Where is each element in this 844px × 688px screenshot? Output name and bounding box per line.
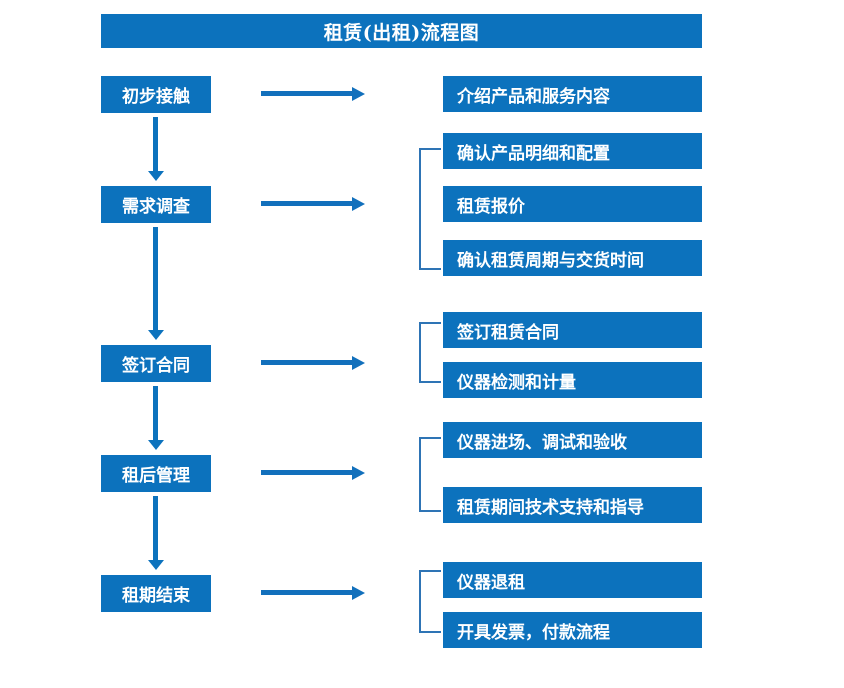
detail-box-7[interactable]: 仪器进场、调试和验收 <box>443 422 702 458</box>
stage-box-1[interactable]: 初步接触 <box>101 76 211 113</box>
stage-box-4[interactable]: 租后管理 <box>101 455 211 492</box>
detail-box-4[interactable]: 确认租赁周期与交货时间 <box>443 240 702 276</box>
detail-box-1[interactable]: 介绍产品和服务内容 <box>443 76 702 112</box>
link-arrow-right-3 <box>261 355 365 371</box>
group-bracket-2 <box>419 322 441 383</box>
detail-box-2[interactable]: 确认产品明细和配置 <box>443 133 702 169</box>
group-bracket-4 <box>419 570 441 633</box>
link-arrow-right-5 <box>261 585 365 601</box>
flow-arrow-down-2 <box>147 227 165 340</box>
detail-box-9[interactable]: 仪器退租 <box>443 562 702 598</box>
detail-box-5[interactable]: 签订租赁合同 <box>443 312 702 348</box>
group-bracket-1 <box>419 148 441 270</box>
flow-arrow-down-4 <box>147 496 165 570</box>
detail-box-3[interactable]: 租赁报价 <box>443 186 702 222</box>
link-arrow-right-1 <box>261 86 365 102</box>
stage-box-3[interactable]: 签订合同 <box>101 345 211 382</box>
flow-arrow-down-3 <box>147 386 165 450</box>
group-bracket-3 <box>419 437 441 512</box>
detail-box-8[interactable]: 租赁期间技术支持和指导 <box>443 487 702 523</box>
stage-box-2[interactable]: 需求调查 <box>101 186 211 223</box>
detail-box-10[interactable]: 开具发票，付款流程 <box>443 612 702 648</box>
link-arrow-right-2 <box>261 196 365 212</box>
diagram-title: 租赁(出租)流程图 <box>101 14 702 48</box>
detail-box-6[interactable]: 仪器检测和计量 <box>443 362 702 398</box>
flow-arrow-down-1 <box>147 117 165 181</box>
link-arrow-right-4 <box>261 465 365 481</box>
stage-box-5[interactable]: 租期结束 <box>101 575 211 612</box>
